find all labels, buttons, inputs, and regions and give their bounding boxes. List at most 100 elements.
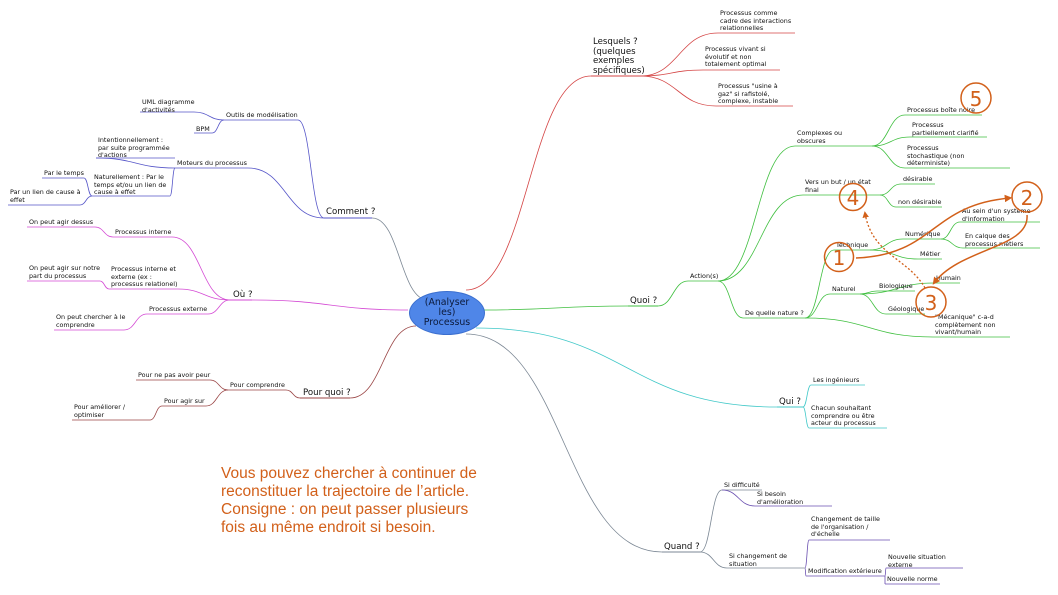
node-pour-agir[interactable]: Pour agir sur (164, 397, 205, 405)
node-geologique[interactable]: Géologique (888, 305, 925, 313)
node-besoin[interactable]: Si besoin d'amélioration (757, 490, 804, 506)
node-ameliorer[interactable]: Pour améliorer / optimiser (74, 403, 126, 419)
node-outils[interactable]: Outils de modélisation (226, 111, 298, 119)
svg-text:4: 4 (847, 186, 860, 210)
topic-quand[interactable]: Quand ? (664, 542, 700, 552)
connector (297, 119, 325, 219)
node-desirable[interactable]: désirable (903, 175, 933, 183)
node-numerique[interactable]: Numérique (905, 230, 941, 238)
node-lien-cause[interactable]: Par un lien de cause à effet (10, 188, 81, 204)
connector (699, 489, 723, 553)
node-cadre[interactable]: Processus comme cadre des interactions r… (720, 9, 792, 33)
node-humain[interactable]: Humain (936, 274, 961, 282)
node-actions[interactable]: Action(s) (690, 272, 719, 280)
node-technique[interactable]: Technique (836, 241, 869, 249)
connector (639, 69, 704, 77)
svg-text:1: 1 (833, 246, 846, 270)
node-interne[interactable]: Processus interne (115, 228, 172, 236)
connector (871, 114, 906, 147)
node-complexes[interactable]: Complexes ou obscures (797, 129, 843, 145)
node-mecanique[interactable]: "Mécanique" c-a-d complètement non vivan… (935, 313, 996, 337)
connector (465, 75, 592, 291)
topic-lesquels[interactable]: Lesquels ? (quelques exemples spécifique… (593, 37, 645, 76)
connector (699, 551, 728, 569)
connector (879, 194, 897, 208)
connector (804, 249, 835, 319)
connector (482, 305, 629, 311)
connector (177, 288, 231, 301)
svg-text:2: 2 (1021, 186, 1034, 210)
node-naturel[interactable]: Naturel (832, 285, 856, 293)
node-agir-dessus[interactable]: On peut agir dessus (29, 218, 94, 226)
connector (149, 405, 163, 421)
connector (721, 489, 756, 507)
node-uml[interactable]: UML diagramme d'activités (142, 98, 195, 114)
node-intentionnel[interactable]: Intentionnellement : par suite programmé… (98, 136, 170, 160)
connector (802, 384, 812, 408)
node-bpm[interactable]: BPM (196, 125, 210, 133)
connector (804, 567, 807, 577)
node-nouvelle-norme[interactable]: Nouvelle norme (887, 575, 938, 583)
connector (209, 379, 229, 391)
node-agir-notre-part[interactable]: On peut agir sur notre part du processus (29, 264, 101, 280)
node-metier[interactable]: Métier (920, 250, 941, 258)
connector (884, 567, 887, 577)
node-chacun[interactable]: Chacun souhaitant comprendre ou être act… (811, 404, 876, 428)
connector (802, 406, 810, 429)
node-interne-externe[interactable]: Processus interne et externe (ex : proce… (111, 265, 178, 289)
connector (285, 389, 301, 399)
central-topic[interactable]: (Analyser les) Processus (409, 291, 485, 335)
node-biologique[interactable]: Biologique (879, 282, 913, 290)
node-taille[interactable]: Changement de taille de l'organisation /… (811, 515, 880, 539)
node-chercher-comprendre[interactable]: On peut chercher à le comprendre (56, 313, 126, 329)
node-pour-comprendre[interactable]: Pour comprendre (230, 381, 285, 389)
arrow-3-to-4 (862, 211, 926, 289)
marker-2: 2 (1011, 181, 1043, 213)
connector (639, 75, 717, 107)
node-vers-but[interactable]: Vers un but / un état final (805, 178, 871, 194)
connector (83, 177, 93, 197)
connector (349, 325, 417, 399)
node-stochastique[interactable]: Processus stochastique (non déterministe… (907, 144, 965, 168)
connector (207, 299, 231, 315)
connector (171, 236, 231, 301)
node-naturel-moteur[interactable]: Naturellement : Par le temps et/ou un li… (94, 173, 167, 197)
connector (717, 194, 804, 282)
connector (940, 221, 961, 240)
svg-text:3: 3 (925, 291, 938, 315)
node-pas-peur[interactable]: Pour ne pas avoir peur (138, 371, 211, 379)
connector (465, 333, 663, 553)
connector (79, 195, 93, 206)
topic-qui[interactable]: Qui ? (779, 397, 801, 407)
node-ingenieurs[interactable]: Les ingénieurs (813, 376, 860, 384)
connector (475, 327, 778, 408)
node-externe[interactable]: Processus externe (149, 305, 208, 313)
connector (169, 167, 176, 197)
node-nature[interactable]: De quelle nature ? (745, 309, 804, 317)
topic-comment[interactable]: Comment ? (326, 207, 376, 217)
connector (871, 145, 906, 169)
topic-quoi[interactable]: Quoi ? (630, 296, 658, 306)
marker-1: 1 (823, 241, 855, 273)
node-moteurs[interactable]: Moteurs du processus (177, 159, 247, 167)
node-changement[interactable]: Si changement de situation (729, 552, 788, 568)
node-calque[interactable]: En calque des processus métiers (965, 232, 1024, 248)
connector (871, 136, 911, 147)
node-usine[interactable]: Processus "usine à gaz" si rafistolé, co… (718, 82, 779, 106)
connector (251, 299, 409, 311)
node-difficulte[interactable]: Si difficulté (724, 481, 760, 489)
node-modif-ext[interactable]: Modification extérieure (808, 567, 882, 575)
node-nouvelle-situation[interactable]: Nouvelle situation externe (888, 553, 946, 569)
connector (123, 313, 148, 331)
node-partiel[interactable]: Processus partiellement clarifié (912, 121, 979, 137)
node-par-temps[interactable]: Par le temps (44, 169, 84, 177)
node-non-desirable[interactable]: non désirable (898, 198, 942, 206)
topic-ou[interactable]: Où ? (233, 290, 253, 300)
connector (717, 145, 796, 282)
connector (205, 389, 229, 407)
svg-text:5: 5 (970, 87, 983, 111)
node-systeme-info[interactable]: Au sein d'un système d'information (962, 207, 1031, 223)
topic-pourquoi[interactable]: Pour quoi ? (303, 388, 351, 398)
node-vivant[interactable]: Processus vivant si évolutif et non tota… (705, 45, 767, 69)
